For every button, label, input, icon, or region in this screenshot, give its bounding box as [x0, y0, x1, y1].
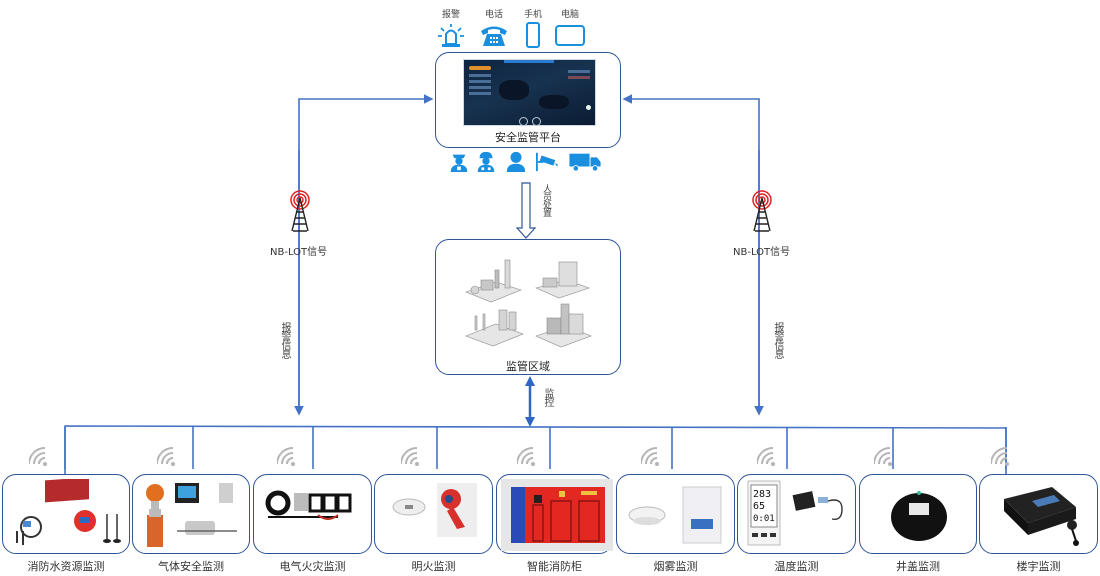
left-signal-tower-icon	[290, 190, 310, 232]
device-label: 智能消防柜	[527, 560, 582, 573]
platform-dashboard-screenshot	[463, 59, 596, 126]
region-title: 监管区域	[506, 360, 550, 373]
device-label: 烟雾监测	[653, 560, 698, 573]
truck-icon	[568, 150, 602, 176]
right-signal-label: NB-LOT信号	[733, 247, 791, 258]
device-product-image	[984, 479, 1094, 553]
device-box	[616, 474, 735, 554]
channel-label: 报警	[441, 10, 460, 20]
device-label: 楼宇监测	[1016, 560, 1061, 573]
device-box	[253, 474, 372, 554]
personnel-action-label: 人员处置	[541, 184, 551, 216]
wireless-signal-icon	[756, 446, 779, 468]
left-signal-label: NB-LOT信号	[270, 247, 328, 258]
wireless-signal-icon	[28, 446, 51, 468]
camera-icon	[535, 150, 559, 176]
device-box	[859, 474, 977, 554]
device-product-image	[258, 479, 368, 533]
mobile-phone-icon	[518, 22, 548, 48]
wireless-signal-icon	[516, 446, 539, 468]
device-product-image	[7, 477, 127, 553]
device-label: 电气火灾监测	[279, 560, 346, 573]
device-box	[2, 474, 130, 554]
telephone-icon	[479, 22, 509, 48]
svg-text:65: 65	[753, 501, 765, 512]
computer-icon	[555, 22, 585, 48]
firefighter-icon	[475, 150, 497, 176]
wireless-signal-icon	[873, 446, 896, 468]
device-box	[979, 474, 1098, 554]
device-product-image	[501, 479, 613, 555]
svg-text:0:01: 0:01	[753, 514, 775, 524]
device-product-image	[864, 479, 974, 553]
device-product-image	[379, 479, 489, 543]
device-product-image	[137, 479, 247, 553]
channel-label: 手机	[523, 10, 542, 20]
siren-icon	[436, 22, 466, 48]
wireless-signal-icon	[990, 446, 1013, 468]
channel-label: 电脑	[560, 10, 579, 20]
channel-label: 电话	[484, 10, 503, 20]
device-box	[496, 474, 613, 554]
platform-title: 安全监管平台	[495, 131, 561, 144]
device-label: 明火监测	[411, 560, 456, 573]
right-signal-tower-icon	[752, 190, 772, 232]
wireless-signal-icon	[156, 446, 179, 468]
platform-box: 安全监管平台	[435, 52, 621, 148]
right-alarm-info-label: 报警信息	[772, 322, 783, 358]
industrial-buildings-illustration	[465, 259, 592, 348]
police-icon	[448, 150, 470, 176]
region-box: 监管区域	[435, 239, 621, 375]
person-icon	[505, 150, 527, 176]
device-label: 温度监测	[774, 560, 819, 573]
wireless-signal-icon	[400, 446, 423, 468]
device-label: 井盖监测	[896, 560, 940, 573]
monitor-label: 监控	[542, 388, 553, 406]
svg-text:283: 283	[753, 489, 771, 500]
device-box	[132, 474, 250, 554]
wireless-signal-icon	[640, 446, 663, 468]
device-label: 消防水资源监测	[27, 560, 105, 573]
wireless-signal-icon	[276, 446, 299, 468]
device-box	[374, 474, 493, 554]
left-alarm-info-label: 报警信息	[279, 322, 290, 358]
device-label: 气体安全监测	[158, 560, 224, 573]
device-product-image	[621, 479, 731, 553]
personnel-arrow	[515, 182, 537, 239]
